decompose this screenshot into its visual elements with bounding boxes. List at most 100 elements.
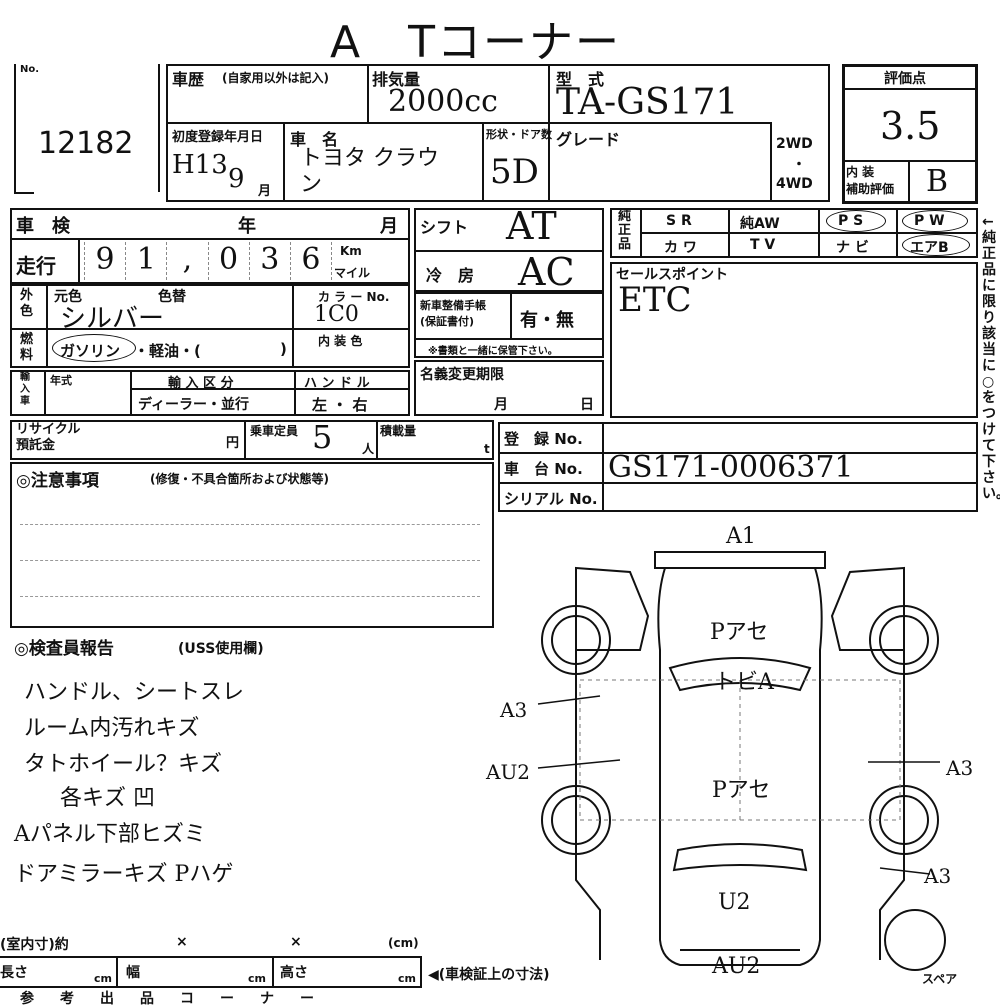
import-block bbox=[10, 370, 410, 416]
first-reg-year: H13 bbox=[172, 150, 228, 180]
history-note: (自家用以外は記入) bbox=[222, 71, 329, 85]
handle-value: 左 ・ 右 bbox=[312, 396, 368, 414]
equip-tv: T V bbox=[750, 237, 776, 253]
equipment-div1 bbox=[728, 208, 730, 258]
report-line: ルーム内汚れキズ bbox=[24, 716, 200, 741]
damage-mark: A3 bbox=[500, 698, 528, 722]
first-reg-label: 初度登録年月日 bbox=[172, 130, 264, 145]
registration-label-div bbox=[602, 422, 604, 512]
recycle-block bbox=[10, 420, 494, 460]
history-label: 車歴 bbox=[172, 70, 205, 89]
fuel-gasoline-circle bbox=[52, 334, 136, 362]
capacity-unit: 人 bbox=[362, 442, 375, 456]
equip-navi: ナ ビ bbox=[836, 240, 869, 256]
import-class-value: ディーラー・並行 bbox=[138, 397, 250, 413]
mile-label: マイル bbox=[334, 266, 371, 280]
first-reg-month: 9 bbox=[228, 164, 245, 194]
caution-label: ◎注意事項 bbox=[16, 471, 99, 491]
diagram-guides bbox=[579, 679, 901, 821]
report-line: ドアミラーキズ Pハゲ bbox=[14, 862, 234, 887]
fuel-close: ) bbox=[280, 340, 287, 358]
dimensions-x: × bbox=[290, 934, 302, 950]
equipment-label: 純正品 bbox=[618, 209, 632, 252]
recycle-div bbox=[244, 420, 246, 460]
car-name-label: 車 名 bbox=[290, 130, 339, 149]
equipment-div3 bbox=[896, 208, 898, 258]
dimensions-box bbox=[0, 956, 422, 988]
top-info-grid bbox=[166, 64, 830, 202]
damage-mark: AU2 bbox=[712, 954, 761, 979]
damage-mark: Pアセ bbox=[710, 620, 769, 645]
doors-label: 形状・ドア数 bbox=[486, 128, 552, 141]
mileage-label-div bbox=[78, 238, 80, 284]
equip-ps-circle bbox=[826, 210, 886, 232]
caution-rule bbox=[20, 560, 480, 561]
mileage-digits: 9 1 , 0 3 6 bbox=[84, 242, 333, 280]
report-line: タトホイール？キズ bbox=[24, 752, 223, 777]
dimensions-x: × bbox=[176, 934, 188, 950]
import-midline bbox=[130, 388, 410, 390]
side-note: ←純正品に限り該当に○をつけて下さい。 bbox=[982, 214, 1000, 502]
equip-pw-circle bbox=[902, 210, 968, 232]
damage-mark: A3 bbox=[924, 864, 952, 888]
shaken-year-unit: 年 bbox=[238, 216, 256, 237]
top-grid-div5 bbox=[770, 122, 772, 202]
reg-no-label: 登 録 No. bbox=[504, 430, 583, 448]
fuel-others: ・軽油・( bbox=[134, 342, 201, 360]
lot-bracket-bottom bbox=[14, 192, 34, 194]
lot-no-label: No. bbox=[20, 64, 40, 75]
first-reg-month-unit: 月 bbox=[258, 184, 272, 199]
dimension-unit: cm bbox=[94, 972, 112, 985]
rating-value: 3.5 bbox=[880, 104, 941, 148]
top-grid-div3 bbox=[283, 122, 285, 202]
top-grid-div2 bbox=[548, 64, 550, 202]
report-label: ◎検査員報告 bbox=[14, 639, 114, 659]
manual-note-line bbox=[414, 338, 604, 340]
color-fuel-line bbox=[10, 328, 410, 330]
damage-mark: U2 bbox=[718, 890, 751, 915]
shift-line bbox=[414, 250, 604, 252]
mileage-digit: 0 bbox=[207, 242, 249, 280]
tires bbox=[541, 605, 946, 971]
registration-line1 bbox=[498, 452, 978, 454]
displacement-label: 排気量 bbox=[372, 70, 421, 89]
rating-interior-line bbox=[842, 160, 978, 162]
chassis-no-value: GS171-0006371 bbox=[608, 450, 854, 485]
drive-dot: ・ bbox=[792, 157, 806, 173]
equip-alloy-wheel: 純AW bbox=[740, 216, 780, 232]
equipment-midline bbox=[640, 232, 978, 234]
sales-point-block bbox=[610, 262, 978, 418]
recycle-yen: 円 bbox=[226, 436, 240, 451]
dimension-unit: cm bbox=[398, 972, 416, 985]
damage-mark: Pアセ bbox=[712, 778, 771, 803]
rating-box bbox=[842, 64, 978, 204]
handle-label: ハ ン ド ル bbox=[304, 376, 370, 391]
sales-point-value: ETC bbox=[618, 280, 692, 320]
name-change-block bbox=[414, 360, 604, 416]
cooler-label: 冷 房 bbox=[426, 266, 475, 285]
capacity-label: 乗車定員 bbox=[250, 424, 299, 438]
top-grid-div4 bbox=[482, 122, 484, 202]
dimensions-div1 bbox=[116, 956, 118, 988]
manual-value: 有・無 bbox=[520, 310, 574, 331]
caution-rule bbox=[20, 596, 480, 597]
drive-4wd: 4WD bbox=[776, 176, 813, 192]
equipment-div0 bbox=[640, 208, 642, 258]
mileage-digit: 6 bbox=[289, 242, 333, 280]
capacity-div bbox=[376, 420, 378, 460]
drive-2wd: 2WD bbox=[776, 136, 813, 152]
top-grid-midline bbox=[166, 122, 770, 124]
cooler-value: AC bbox=[518, 250, 575, 294]
shaken-mileage-block bbox=[10, 208, 410, 284]
color-repaint-label: 色替 bbox=[158, 289, 186, 305]
report-note: (USS使用欄) bbox=[178, 641, 264, 657]
manual-block bbox=[414, 292, 604, 358]
dimensions-note: ◀(車検証上の寸法) bbox=[428, 967, 550, 983]
equip-airbag-circle bbox=[902, 234, 970, 256]
reference-corner-label: 参 考 出 品 コ ー ナ ー bbox=[20, 991, 320, 1007]
lot-bracket-right bbox=[158, 64, 160, 192]
report-line: Aパネル下部ヒズミ bbox=[14, 822, 206, 847]
dimension-height: 高さ bbox=[280, 965, 308, 981]
damage-mark: A1 bbox=[726, 524, 756, 549]
damage-mark: トビA bbox=[714, 670, 774, 695]
